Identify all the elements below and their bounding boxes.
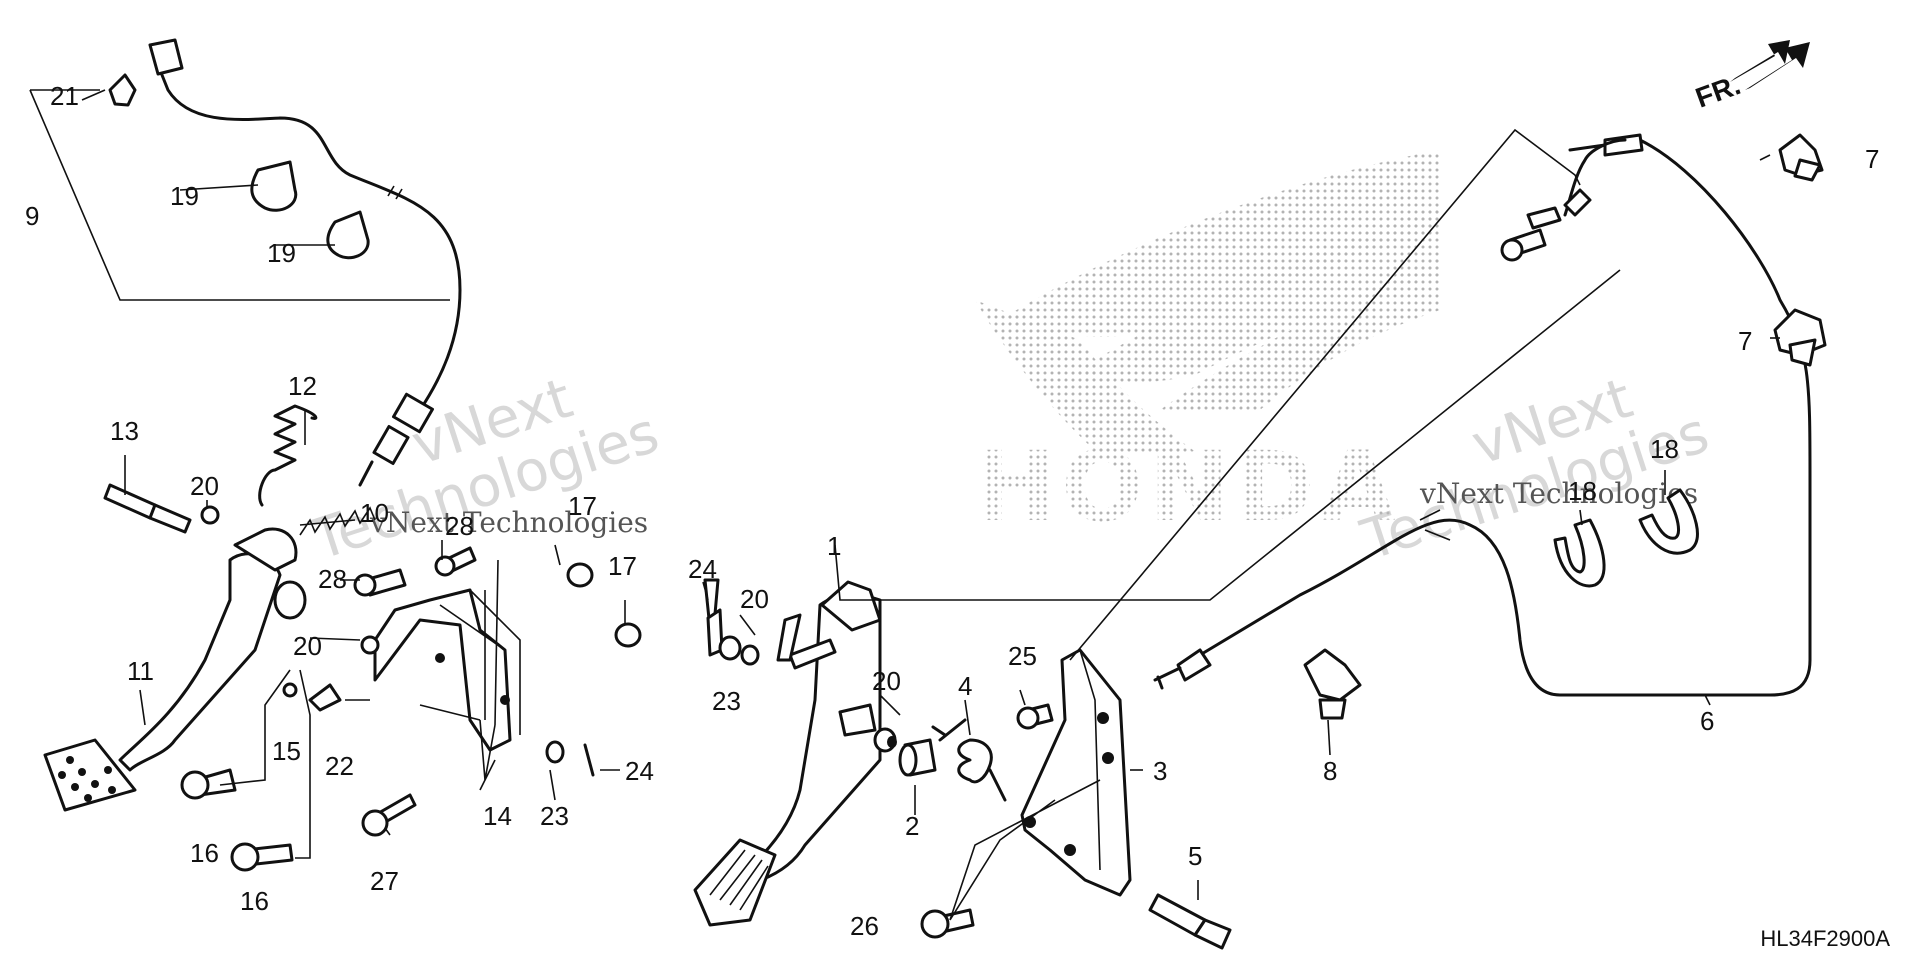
honda-logo-text: HONDA	[975, 431, 1401, 543]
callout-21: 21	[50, 81, 79, 111]
clamp-19b	[326, 210, 370, 260]
callout-24a: 24	[625, 756, 654, 786]
callout-23a: 23	[540, 801, 569, 831]
clip-21	[108, 73, 137, 107]
pedal-bracket-14	[373, 588, 521, 752]
pedal-bracket-3	[1020, 648, 1132, 897]
callout-13: 13	[110, 416, 139, 446]
watermark-left: vNext Technologies vNext Technologies	[303, 366, 666, 574]
spring-12	[258, 404, 318, 507]
callout-25: 25	[1008, 641, 1037, 671]
callout-22: 22	[325, 751, 354, 781]
callout-15: 15	[272, 736, 301, 766]
clip-8	[1303, 648, 1362, 720]
pin-13	[103, 483, 192, 534]
spring-4	[931, 718, 1007, 802]
callouts: 21 9 19 19 12 13 20 10 28 28 17 17 11 20…	[25, 81, 1879, 941]
callout-4: 4	[958, 671, 972, 701]
fasteners-middle	[706, 608, 1054, 939]
callout-7a: 7	[1865, 144, 1879, 174]
throttle-pedal-1	[693, 580, 882, 927]
cable-end-fitting	[1500, 138, 1627, 262]
leader-lines	[29, 89, 1780, 921]
callout-18a: 18	[1568, 476, 1597, 506]
callout-20a: 20	[190, 471, 219, 501]
callout-19a: 19	[170, 181, 199, 211]
svg-text:vNext Technologies: vNext Technologies	[369, 506, 648, 539]
front-label: FR.	[1691, 69, 1744, 114]
callout-26: 26	[850, 911, 879, 941]
callout-10: 10	[360, 498, 389, 528]
callout-24b: 24	[688, 554, 717, 584]
callout-14: 14	[483, 801, 512, 831]
brake-pedal-11	[43, 527, 307, 812]
callout-20b: 20	[293, 631, 322, 661]
callout-3: 3	[1153, 756, 1167, 786]
callout-28b: 28	[445, 511, 474, 541]
callout-23b: 23	[712, 686, 741, 716]
svg-text:vNext Technologies: vNext Technologies	[1419, 477, 1698, 510]
callout-20d: 20	[872, 666, 901, 696]
callout-16b: 16	[240, 886, 269, 916]
front-direction-arrow: FR.	[1691, 40, 1810, 114]
pin-5	[1148, 893, 1232, 950]
callout-17b: 17	[608, 551, 637, 581]
callout-16a: 16	[190, 838, 219, 868]
clip-7b	[1773, 308, 1827, 367]
clip-7a	[1778, 133, 1824, 182]
throttle-cable-6	[1153, 133, 1812, 697]
callout-20c: 20	[740, 584, 769, 614]
clamp-19a	[250, 160, 298, 212]
callout-17a: 17	[568, 491, 597, 521]
collar-2	[898, 738, 937, 777]
cable-tie-18b	[1638, 488, 1699, 555]
spring-10	[299, 506, 376, 536]
stop-switch-harness	[148, 38, 462, 487]
diagram-code: HL34F2900A	[1760, 926, 1890, 951]
callout-11: 11	[127, 656, 154, 686]
callout-1: 1	[827, 531, 841, 561]
callout-19b: 19	[267, 238, 296, 268]
callout-18b: 18	[1650, 434, 1679, 464]
callout-7b: 7	[1738, 326, 1752, 356]
callout-9: 9	[25, 201, 39, 231]
cable-tie-18a	[1553, 518, 1606, 588]
callout-5: 5	[1188, 841, 1202, 871]
callout-28a: 28	[318, 564, 347, 594]
callout-2: 2	[905, 811, 919, 841]
callout-12: 12	[288, 371, 317, 401]
honda-wing-logo: HONDA	[975, 150, 1440, 543]
callout-27: 27	[370, 866, 399, 896]
callout-6: 6	[1700, 706, 1714, 736]
callout-8: 8	[1323, 756, 1337, 786]
